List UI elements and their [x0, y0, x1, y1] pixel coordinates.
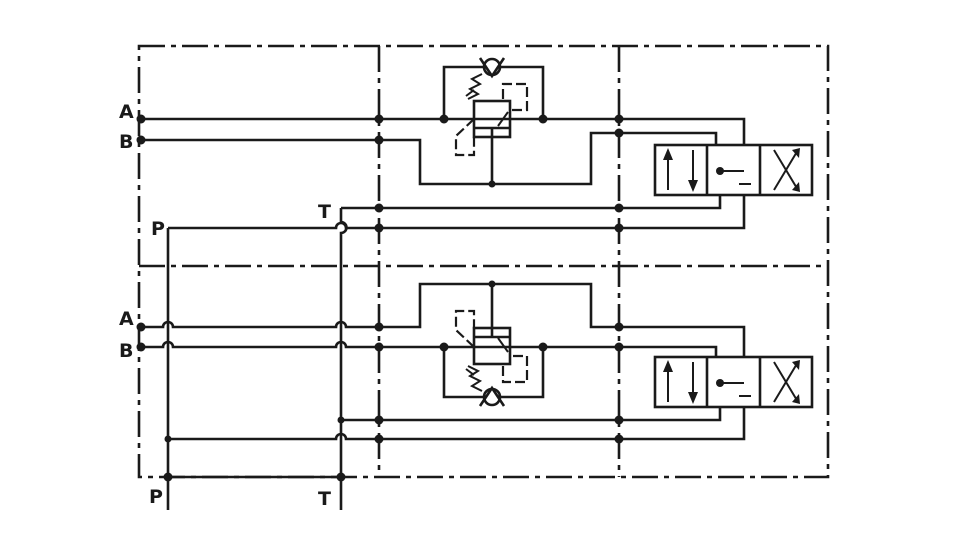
port-label-t-top: T	[318, 201, 331, 223]
port-label-p-bottom: P	[149, 486, 163, 508]
port-label-p-top: P	[151, 218, 165, 240]
port-label-a-bottom: A	[119, 308, 134, 330]
bottom-pilot-check-valve	[442, 284, 545, 407]
module-boundaries	[137, 44, 830, 479]
supply-lines	[166, 208, 348, 510]
top-directional-valve	[653, 143, 814, 197]
junction-dots	[136, 114, 624, 482]
port-label-b-bottom: B	[119, 340, 133, 362]
port-label-b-top: B	[119, 131, 133, 153]
bottom-directional-valve	[653, 355, 814, 409]
port-label-t-bottom: T	[318, 488, 331, 510]
top-spring-icon	[467, 73, 483, 100]
port-label-a-top: A	[119, 101, 134, 123]
top-module-lines	[139, 117, 746, 230]
bottom-spring-icon	[467, 365, 483, 392]
top-pilot-check-valve	[442, 57, 545, 184]
bottom-module-lines	[139, 282, 746, 479]
